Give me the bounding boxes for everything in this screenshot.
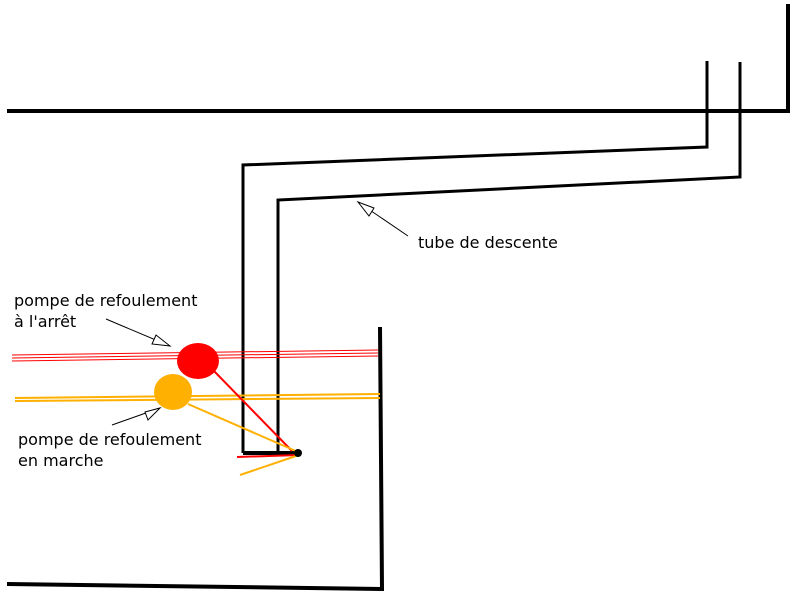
pump-stopped-label-line2: à l'arrêt bbox=[14, 312, 77, 331]
pump-stopped-leader bbox=[105, 318, 172, 347]
tank-outline bbox=[6, 326, 385, 592]
descent-tube-label: tube de descente bbox=[418, 232, 558, 253]
pump-running-icon bbox=[154, 374, 192, 410]
pump-stopped-label: pompe de refoulement à l'arrêt bbox=[14, 290, 197, 332]
water-level-running bbox=[14, 393, 381, 402]
pump-running-leader bbox=[111, 407, 162, 426]
pump-stopped-arm bbox=[212, 369, 300, 458]
pump-running-label-line2: en marche bbox=[18, 451, 104, 470]
pump-running-label-line1: pompe de refoulement bbox=[18, 430, 202, 449]
upper-slab-line bbox=[7, 4, 790, 113]
pump-running-arm bbox=[187, 403, 300, 476]
descent-tube-label-text: tube de descente bbox=[418, 233, 558, 252]
pump-stopped-label-line1: pompe de refoulement bbox=[14, 291, 198, 310]
pivot-point bbox=[294, 449, 302, 457]
pump-stopped-icon bbox=[177, 343, 219, 379]
descent-tube-inner-wall bbox=[276, 62, 742, 453]
descent-tube-leader bbox=[356, 200, 409, 237]
descent-tube-outer-wall bbox=[241, 61, 709, 453]
pump-running-label: pompe de refoulement en marche bbox=[18, 429, 201, 471]
